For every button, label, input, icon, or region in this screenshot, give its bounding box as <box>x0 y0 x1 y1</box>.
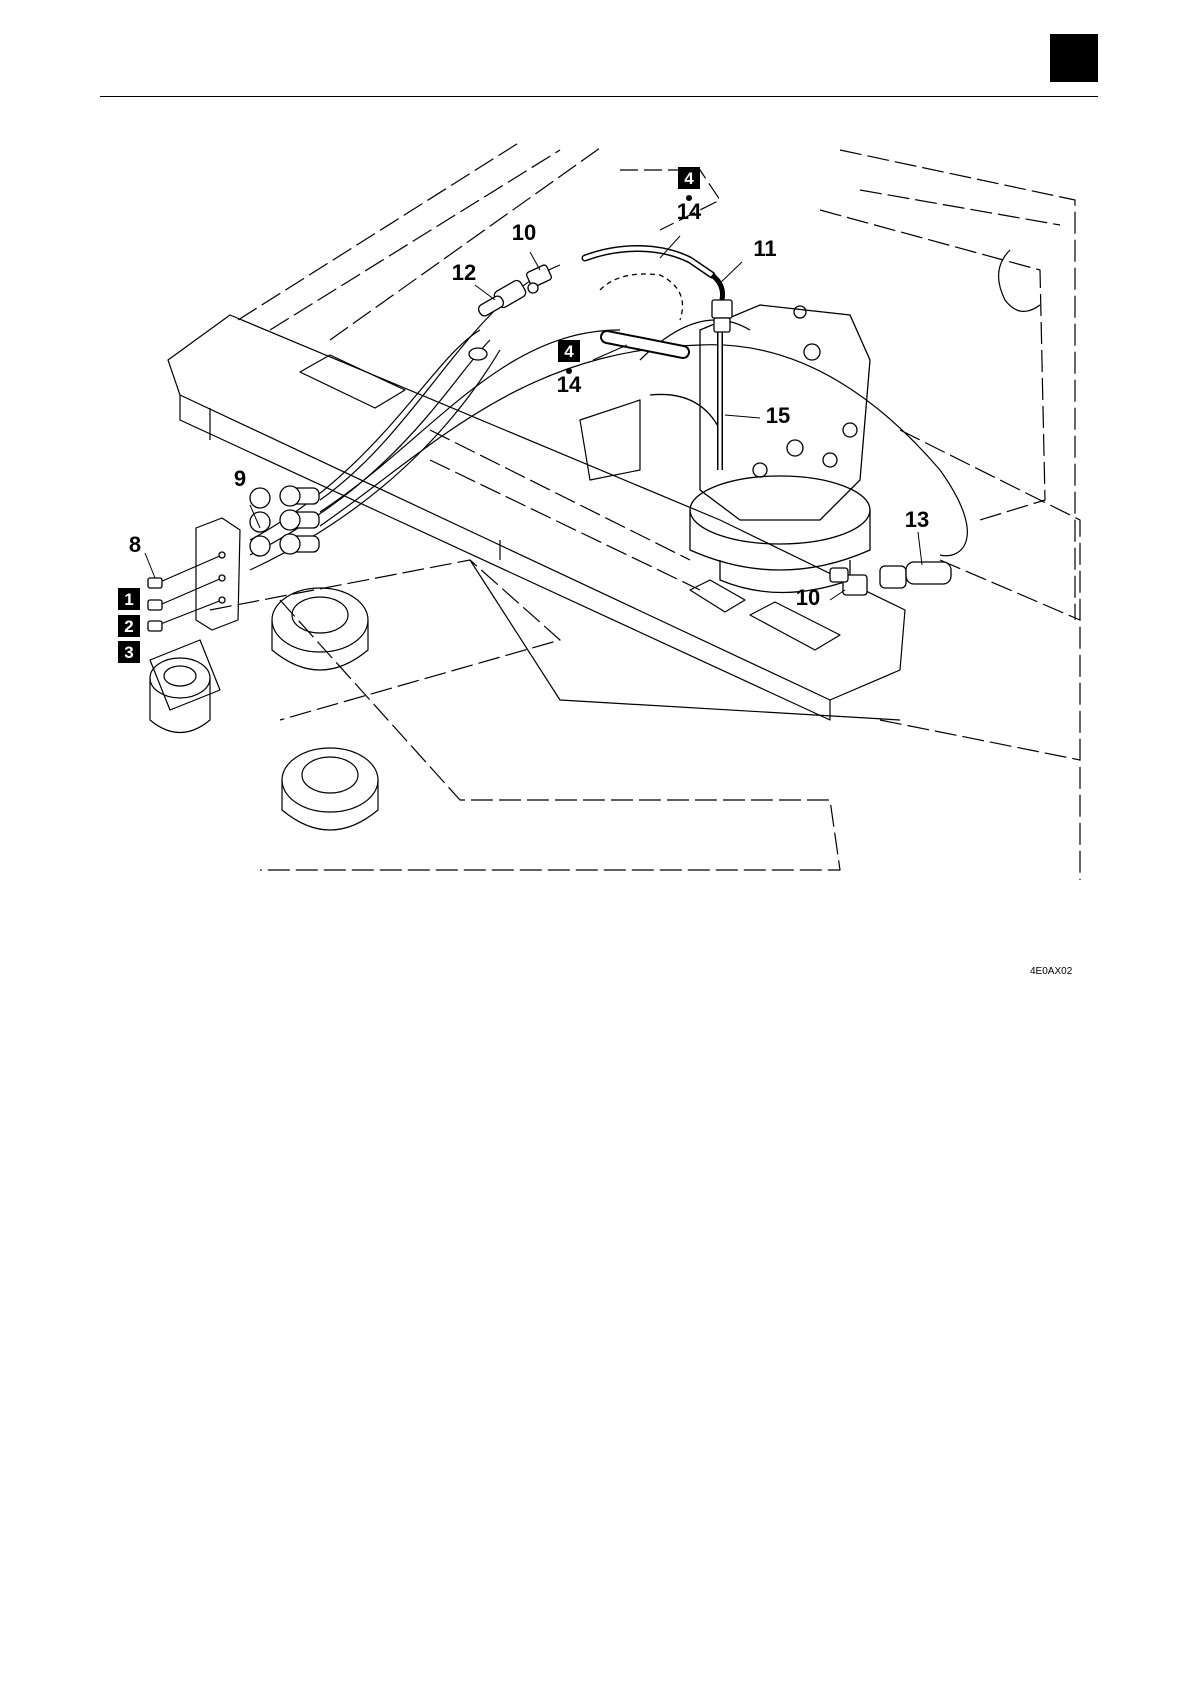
callout-15: 15 <box>766 403 790 428</box>
boxed-label-1: 1 <box>118 588 140 610</box>
header-rule <box>100 96 1098 97</box>
callout-10-lower: 10 <box>796 585 820 610</box>
boxed-label-4-top: 4 <box>678 167 700 189</box>
boxed-label-4-lower: 4 <box>558 340 580 362</box>
boxed-label-3: 3 <box>118 641 140 663</box>
callout-14-top: 14 <box>677 199 702 224</box>
boxed-label-2-text: 2 <box>124 617 133 636</box>
boxed-label-4-top-text: 4 <box>684 169 694 188</box>
fittings <box>148 264 951 631</box>
callout-14-lower: 14 <box>557 372 582 397</box>
callout-9: 9 <box>234 466 246 491</box>
figure-code: 4E0AX02 <box>1030 966 1072 977</box>
boxed-label-4-lower-text: 4 <box>564 342 574 361</box>
boxed-label-3-text: 3 <box>124 643 133 662</box>
boxed-label-1-text: 1 <box>124 590 133 609</box>
callout-11: 11 <box>753 236 776 261</box>
callout-8: 8 <box>129 532 141 557</box>
boxed-label-2: 2 <box>118 615 140 637</box>
callout-10-top: 10 <box>512 220 536 245</box>
page-corner-tab <box>1050 34 1098 82</box>
hydraulic-hose-diagram: 1 2 3 4 4 8 9 10 10 11 12 13 14 14 15 <box>100 140 1090 880</box>
callout-13: 13 <box>905 507 929 532</box>
callout-12: 12 <box>452 260 476 285</box>
